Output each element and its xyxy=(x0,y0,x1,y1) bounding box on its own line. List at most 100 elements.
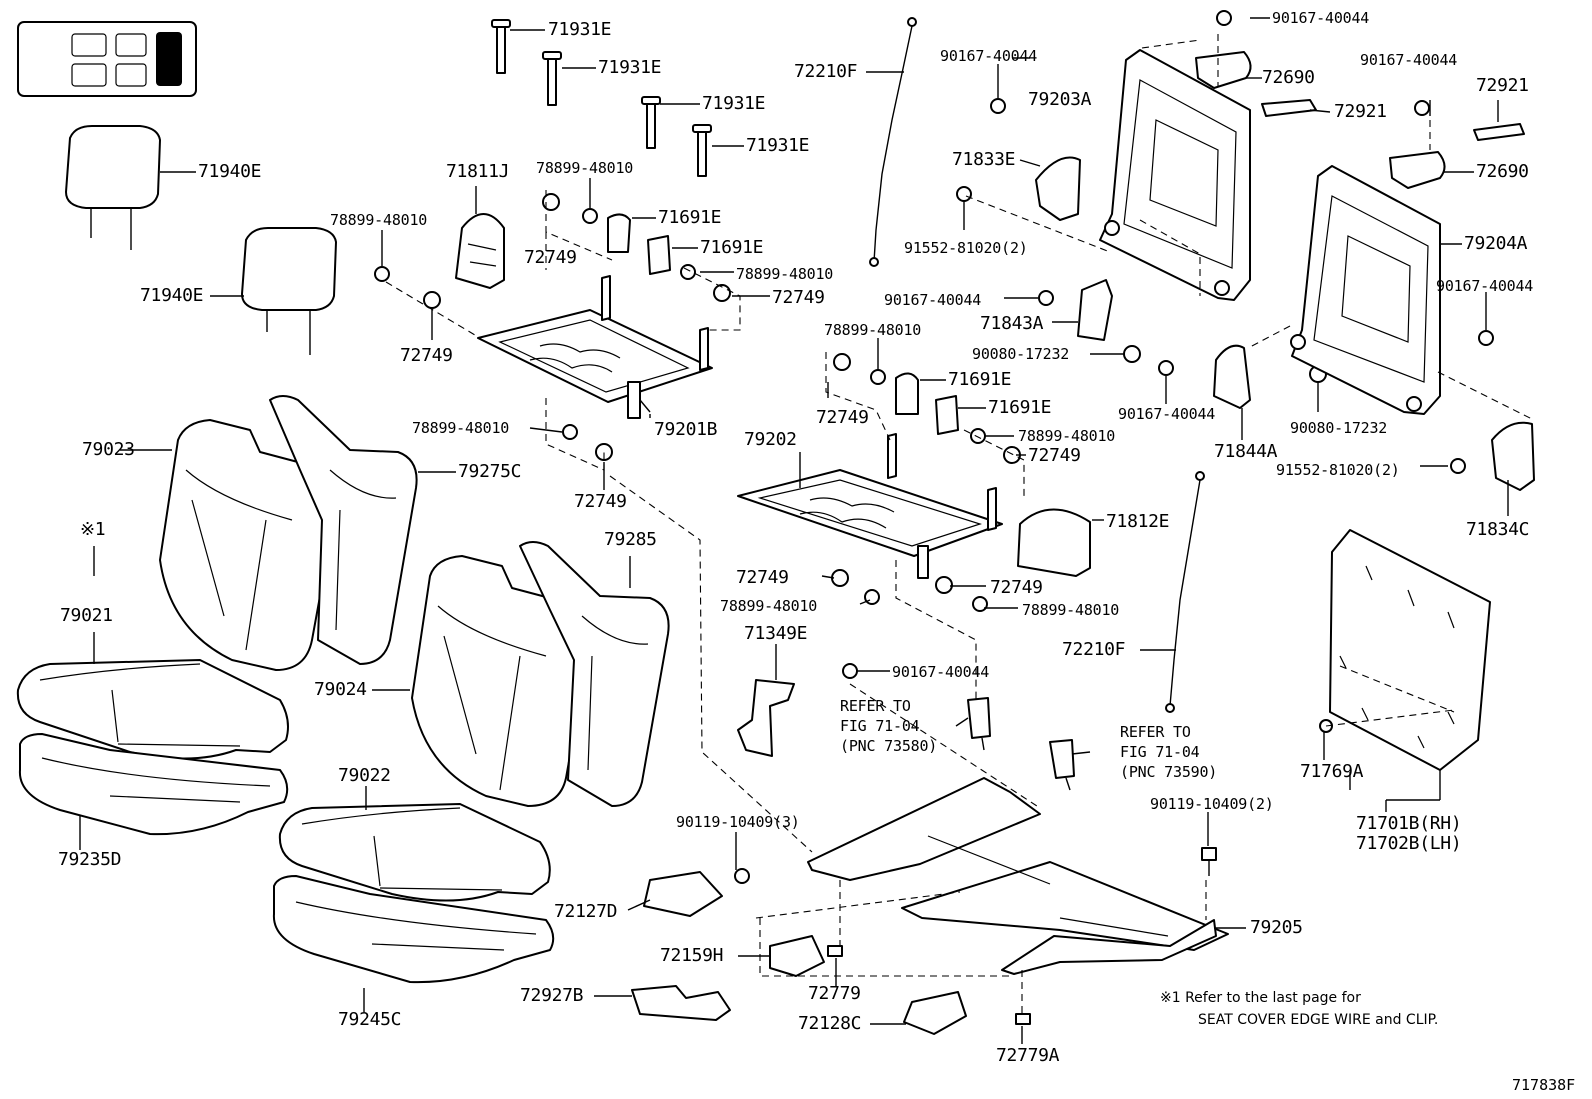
label-90167-40044-f: 90167-40044 xyxy=(1118,405,1216,423)
clip-71931e-1 xyxy=(491,19,545,74)
seatback-frame-79204a xyxy=(1290,165,1441,415)
label-78899-48010-b: 78899-48010 xyxy=(330,211,428,229)
cover-72927b xyxy=(631,985,731,1021)
clip-72779 xyxy=(827,945,843,957)
label-71931e-2: 71931E xyxy=(598,57,662,78)
headrest-71940e-1 xyxy=(65,125,196,250)
label-72749-c: 72749 xyxy=(400,345,453,366)
seatback-79024 xyxy=(411,555,595,807)
clip-71931e-4 xyxy=(692,124,744,177)
label-72210f-1: 72210F xyxy=(794,61,858,82)
label-79021: 79021 xyxy=(60,605,113,626)
cover-72159h xyxy=(769,935,825,977)
label-78899-48010-f: 78899-48010 xyxy=(1018,427,1116,445)
label-72690-2: 72690 xyxy=(1476,161,1529,182)
label-71940e-2: 71940E xyxy=(140,285,204,306)
label-90167-40044-g: 90167-40044 xyxy=(892,663,990,681)
seatback-79285 xyxy=(519,541,670,807)
label-71811j: 71811J xyxy=(446,161,510,182)
label-72921-1: 72921 xyxy=(1334,101,1387,122)
label-71844a: 71844A xyxy=(1214,441,1278,462)
label-90167-40044-e: 90167-40044 xyxy=(884,291,982,309)
clip-72779a xyxy=(1015,1013,1031,1025)
side-panel-71701b xyxy=(1319,529,1491,771)
cover-71843a xyxy=(1077,279,1113,341)
label-71702b: 71702B(LH) xyxy=(1356,833,1462,854)
ref-73590-line3: (PNC 73590) xyxy=(1120,763,1218,781)
buckle-73590 xyxy=(1049,739,1075,791)
label-91552-81020-2: 91552-81020(2) xyxy=(1276,461,1400,479)
ref-73590-line1: REFER TO xyxy=(1120,723,1191,741)
label-71691e-4: 71691E xyxy=(988,397,1052,418)
label-72749-b: 72749 xyxy=(772,287,825,308)
label-72749-a: 72749 xyxy=(524,247,577,268)
leader-lines xyxy=(79,17,1509,1044)
label-71833e: 71833E xyxy=(952,149,1016,170)
seatback-79275c xyxy=(269,395,418,665)
label-71691e-3: 71691E xyxy=(948,369,1012,390)
cushion-79021 xyxy=(16,659,289,760)
label-79024: 79024 xyxy=(314,679,367,700)
label-72779: 72779 xyxy=(808,983,861,1004)
label-90167-40044-d: 90167-40044 xyxy=(1436,277,1534,295)
label-90080-17232-2: 90080-17232 xyxy=(1290,419,1388,437)
label-90119-10409-3: 90119-10409(3) xyxy=(676,813,800,831)
cushion-79022 xyxy=(278,803,551,902)
label-79275c: 79275C xyxy=(458,461,522,482)
clip-71931e-2 xyxy=(542,51,596,106)
label-72749-f: 72749 xyxy=(1028,445,1081,466)
cover-71844a xyxy=(1213,344,1251,409)
label-79023: 79023 xyxy=(82,439,135,460)
label-90119-10409-2: 90119-10409(2) xyxy=(1150,795,1274,813)
ref-73590-line2: FIG 71-04 xyxy=(1120,743,1200,761)
label-71701b: 71701B(RH) xyxy=(1356,813,1462,834)
ref-73580-line2: FIG 71-04 xyxy=(840,717,920,735)
label-78899-48010-c: 78899-48010 xyxy=(736,265,834,283)
label-72749-h: 72749 xyxy=(990,577,1043,598)
cable-72210f-1 xyxy=(866,17,917,267)
bracket-71349e xyxy=(737,679,795,757)
clip-71931e-3 xyxy=(641,96,700,149)
label-79205: 79205 xyxy=(1250,917,1303,938)
label-79245c: 79245C xyxy=(338,1009,402,1030)
label-78899-48010-h: 78899-48010 xyxy=(1022,601,1120,619)
seat-location-icon xyxy=(17,21,197,97)
label-90167-40044-c: 90167-40044 xyxy=(1360,51,1458,69)
seat-frame-79201b xyxy=(477,275,713,419)
label-79022: 79022 xyxy=(338,765,391,786)
label-79235d: 79235D xyxy=(58,849,122,870)
fastener-set xyxy=(374,10,1494,884)
label-72210f-2: 72210F xyxy=(1062,639,1126,660)
seatback-frame-79203a xyxy=(1099,49,1251,301)
cover-71833e xyxy=(1035,156,1081,221)
label-72128c: 72128C xyxy=(798,1013,862,1034)
label-71940e-1: 71940E xyxy=(198,161,262,182)
label-71691e-2: 71691E xyxy=(700,237,764,258)
label-78899-48010-e: 78899-48010 xyxy=(824,321,922,339)
label-71691e-1: 71691E xyxy=(658,207,722,228)
label-78899-48010-a: 78899-48010 xyxy=(536,159,634,177)
label-78899-48010-d: 78899-48010 xyxy=(412,419,510,437)
cover-72127d xyxy=(643,871,723,917)
label-71843a: 71843A xyxy=(980,313,1044,334)
seat-frame-79202 xyxy=(737,433,1003,579)
cushion-frame-79235d xyxy=(18,733,289,836)
label-71349e: 71349E xyxy=(744,623,808,644)
label-78899-48010-g: 78899-48010 xyxy=(720,597,818,615)
label-79201b: 79201B xyxy=(654,419,718,440)
footnote-line-1: ※1 Refer to the last page for xyxy=(1160,990,1361,1006)
label-90080-17232-1: 90080-17232 xyxy=(972,345,1070,363)
label-72927b: 72927B xyxy=(520,985,584,1006)
label-72690-1: 72690 xyxy=(1262,67,1315,88)
ref-73580-line1: REFER TO xyxy=(840,697,911,715)
buckle-73580 xyxy=(967,697,991,751)
label-72749-g: 72749 xyxy=(736,567,789,588)
label-79285: 79285 xyxy=(604,529,657,550)
label-72159h: 72159H xyxy=(660,945,724,966)
label-72127d: 72127D xyxy=(554,901,618,922)
bracket-72690-1 xyxy=(1195,51,1252,89)
label-79202: 79202 xyxy=(744,429,797,450)
headrest-71940e-2 xyxy=(210,227,337,355)
label-71931e-1: 71931E xyxy=(548,19,612,40)
